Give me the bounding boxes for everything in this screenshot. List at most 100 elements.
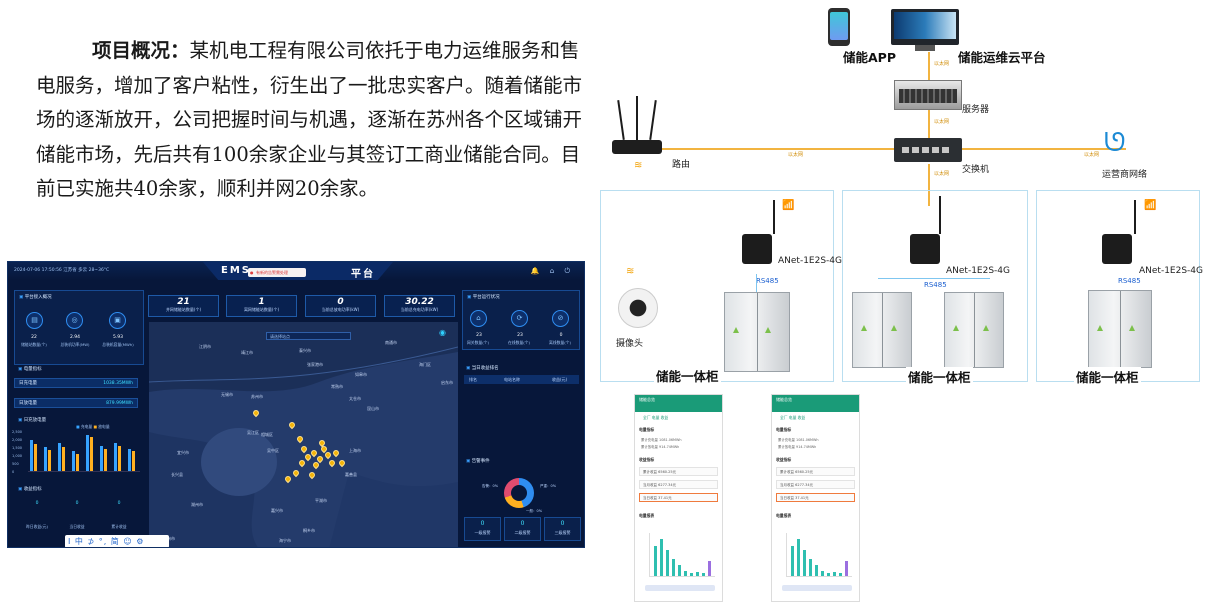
discharge-value: 879.99MWh xyxy=(106,401,133,406)
gateway-antenna xyxy=(773,200,775,234)
map-shapes xyxy=(149,322,458,547)
gateway-icon: ⌂ xyxy=(470,310,487,327)
offline-count-label: 离线数量(个) xyxy=(549,340,571,345)
app-energy-title: 电量指标 xyxy=(776,427,792,432)
dashboard-title-left: EMS xyxy=(221,265,251,276)
rs485-label: RS485 xyxy=(1118,277,1141,285)
daily-charge-bar xyxy=(44,447,47,471)
alarm-level-2-value: 0 xyxy=(520,520,525,527)
map-place-label: 张家港市 xyxy=(307,362,323,367)
server-icon xyxy=(894,80,962,110)
kpi-label: 当前总充电功率(kW) xyxy=(400,307,439,312)
daily-legend: ■ 充电量 ■ 放电量 xyxy=(76,424,110,429)
app-scrollbar[interactable] xyxy=(782,585,852,591)
daily-charge-bar xyxy=(100,446,103,471)
charge-value: 1038.35MWh xyxy=(103,381,133,386)
app-income-row: 累计收益 6560.25元 xyxy=(776,467,855,476)
station-select[interactable]: 请选择站点 xyxy=(266,332,351,340)
income-today: 0 xyxy=(75,501,79,506)
site-2-label: 储能一体柜 xyxy=(906,367,973,386)
alarm-title: 告警事件 xyxy=(466,458,490,464)
rs485-line xyxy=(756,274,757,294)
alarm-level-3-label: 三级报警 xyxy=(554,530,571,535)
run-title: 平台运行状况 xyxy=(467,294,500,300)
offline-icon: ⊘ xyxy=(552,310,569,327)
pie-label-1: 严重：0% xyxy=(540,484,557,488)
dashboard-datetime: 2024-07-06 17:50:56 江苏省 多云 28~36°C xyxy=(14,268,110,273)
carrier-label: 运营商网络 xyxy=(1102,170,1148,180)
daily-y-tick: 2,500 xyxy=(12,430,23,434)
gateway-device xyxy=(742,234,772,264)
energy-title: 电量指标 xyxy=(18,366,42,372)
daily-charge-bar xyxy=(72,451,75,471)
charge-meter: 日充电量 1038.35MWh xyxy=(14,378,138,388)
monitor-stand xyxy=(915,45,935,51)
wifi-icon: ≋ xyxy=(634,160,643,171)
daily-y-tick: 1,000 xyxy=(12,454,23,458)
daily-discharge-bar xyxy=(62,447,65,471)
monitor-icon xyxy=(891,9,959,45)
daily-bar-chart xyxy=(28,432,140,472)
map-place-label: 宜兴市 xyxy=(177,450,189,455)
app-tabs[interactable]: 全厂 电量 收益 xyxy=(780,415,806,420)
line-router-carrier xyxy=(656,148,1126,150)
map-place-label: 启东市 xyxy=(441,380,453,385)
map-place-label: 嘉兴市 xyxy=(271,508,283,513)
camera-wifi-icon: ≋ xyxy=(626,266,635,277)
map-place-label: 苏州市 xyxy=(251,394,263,399)
map-place-label: 杭州市 xyxy=(163,536,175,541)
daily-y-tick: 0 xyxy=(12,470,15,474)
router-icon xyxy=(612,140,662,154)
station-map[interactable]: 请选择站点 ▾ 江阴市靖江市泰兴市南通市如皋市海门区启东市张家港市常熟市太仓市昆… xyxy=(149,322,458,547)
stat-stations-label: 储能站数量(个) xyxy=(21,342,47,347)
carrier-network-icon: ᘎ xyxy=(1104,128,1126,158)
app-discharge: 累计放电量 914.74MWh xyxy=(778,445,817,449)
app-bar: 储能总览 xyxy=(772,395,859,412)
camera-label: 摄像头 xyxy=(616,339,644,349)
rs485-bus xyxy=(878,278,990,279)
legend-charge: 充电量 xyxy=(80,424,93,429)
map-place-label: 桐乡市 xyxy=(303,528,315,533)
charge-label: 日充电量 xyxy=(19,381,37,386)
access-title: 平台接入概况 xyxy=(19,294,52,300)
daily-discharge-bar xyxy=(118,446,121,471)
ime-toolbar[interactable]: I 中 ⊅ °, 简 ☺ ⚙ xyxy=(65,535,169,547)
daily-discharge-bar xyxy=(104,449,107,471)
app-chart-title: 电量报表 xyxy=(639,513,655,518)
rank-col-name: 电站名称 xyxy=(504,377,520,382)
online-count: 23 xyxy=(517,333,523,338)
map-place-label: 长兴县 xyxy=(171,472,183,477)
map-place-label: 海宁市 xyxy=(279,538,291,543)
app-tabs[interactable]: 全厂 电量 收益 xyxy=(643,415,669,420)
pie-label-0: 告警：0% xyxy=(482,484,499,488)
daily-discharge-bar xyxy=(34,443,37,471)
app-income-title: 收益指标 xyxy=(776,457,792,462)
map-place-label: 湖州市 xyxy=(191,502,203,507)
map-place-label: 相城区 xyxy=(261,432,273,437)
line-cloud-server xyxy=(928,52,930,82)
map-place-label: 昆山市 xyxy=(367,406,379,411)
capacity-icon: ▣ xyxy=(109,312,126,329)
cloud-label: 储能运维云平台 xyxy=(956,47,1048,66)
camera-icon xyxy=(618,288,658,328)
alarm-level-2[interactable]: 0 二级报警 xyxy=(504,517,541,541)
kpi-label: 离网储能站数量(个) xyxy=(243,307,280,312)
app-bar-chart xyxy=(786,533,852,577)
alert-toast[interactable]: 有新的告警需处理 xyxy=(248,268,306,277)
alarm-level-2-label: 二级报警 xyxy=(514,530,531,535)
app-scrollbar[interactable] xyxy=(645,585,715,591)
header-icons[interactable]: 🔔 ⌂ ⏻ xyxy=(530,267,574,275)
eye-icon[interactable]: ◉ xyxy=(439,328,446,337)
gateway-antenna xyxy=(1134,200,1136,234)
site-1-label: 储能一体柜 xyxy=(654,366,721,385)
stat-capacity: 5.93 xyxy=(112,335,124,340)
gateway-label: ANet-1E2S-4G xyxy=(946,266,1011,276)
app-income-row-highlight: 当日收益 37.41元 xyxy=(776,493,855,502)
pie-label-2: 一般：0% xyxy=(526,509,543,513)
app-income-row: 当月收益 6277.34元 xyxy=(639,480,718,489)
gateway-count-label: 网关数量(个) xyxy=(467,340,489,345)
